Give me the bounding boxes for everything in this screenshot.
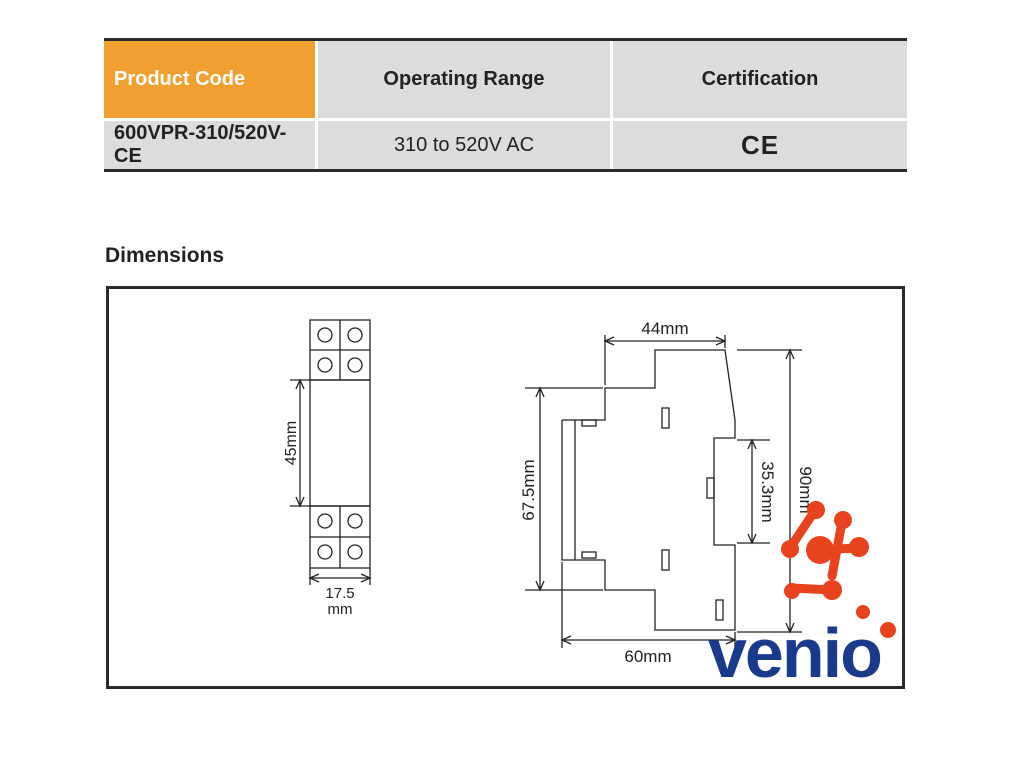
header-certification: Certification [613, 41, 907, 118]
cell-certification: CE [613, 118, 907, 169]
side-total-height-label: 90mm [796, 466, 815, 513]
header-operating-range: Operating Range [318, 41, 613, 118]
side-body-height-label: 67.5mm [519, 459, 538, 520]
dimensions-title: Dimensions [105, 244, 225, 267]
front-width-label-bottom: mm [328, 601, 353, 618]
side-rail-height-label: 35.3mm [758, 461, 777, 522]
front-view [290, 319, 372, 585]
side-view [525, 335, 802, 648]
side-top-width-label: 44mm [641, 319, 688, 338]
front-height-label: 45mm [283, 421, 300, 465]
venio-logo-text: venio [708, 614, 881, 692]
dimensions-diagram-frame [106, 286, 905, 689]
side-depth-label: 60mm [624, 647, 671, 666]
cell-product-code: 600VPR-310/520V-CE [104, 118, 318, 169]
table-header-row: Product Code Operating Range Certificati… [104, 41, 907, 118]
header-product-code: Product Code [104, 41, 318, 118]
cell-operating-range: 310 to 520V AC [318, 118, 613, 169]
venio-logo-mark [781, 501, 896, 638]
table-row: 600VPR-310/520V-CE 310 to 520V AC CE [104, 118, 907, 169]
front-width-label-top: 17.5 [325, 585, 354, 602]
spec-table: Product Code Operating Range Certificati… [104, 38, 907, 172]
ce-mark: CE [740, 129, 780, 160]
